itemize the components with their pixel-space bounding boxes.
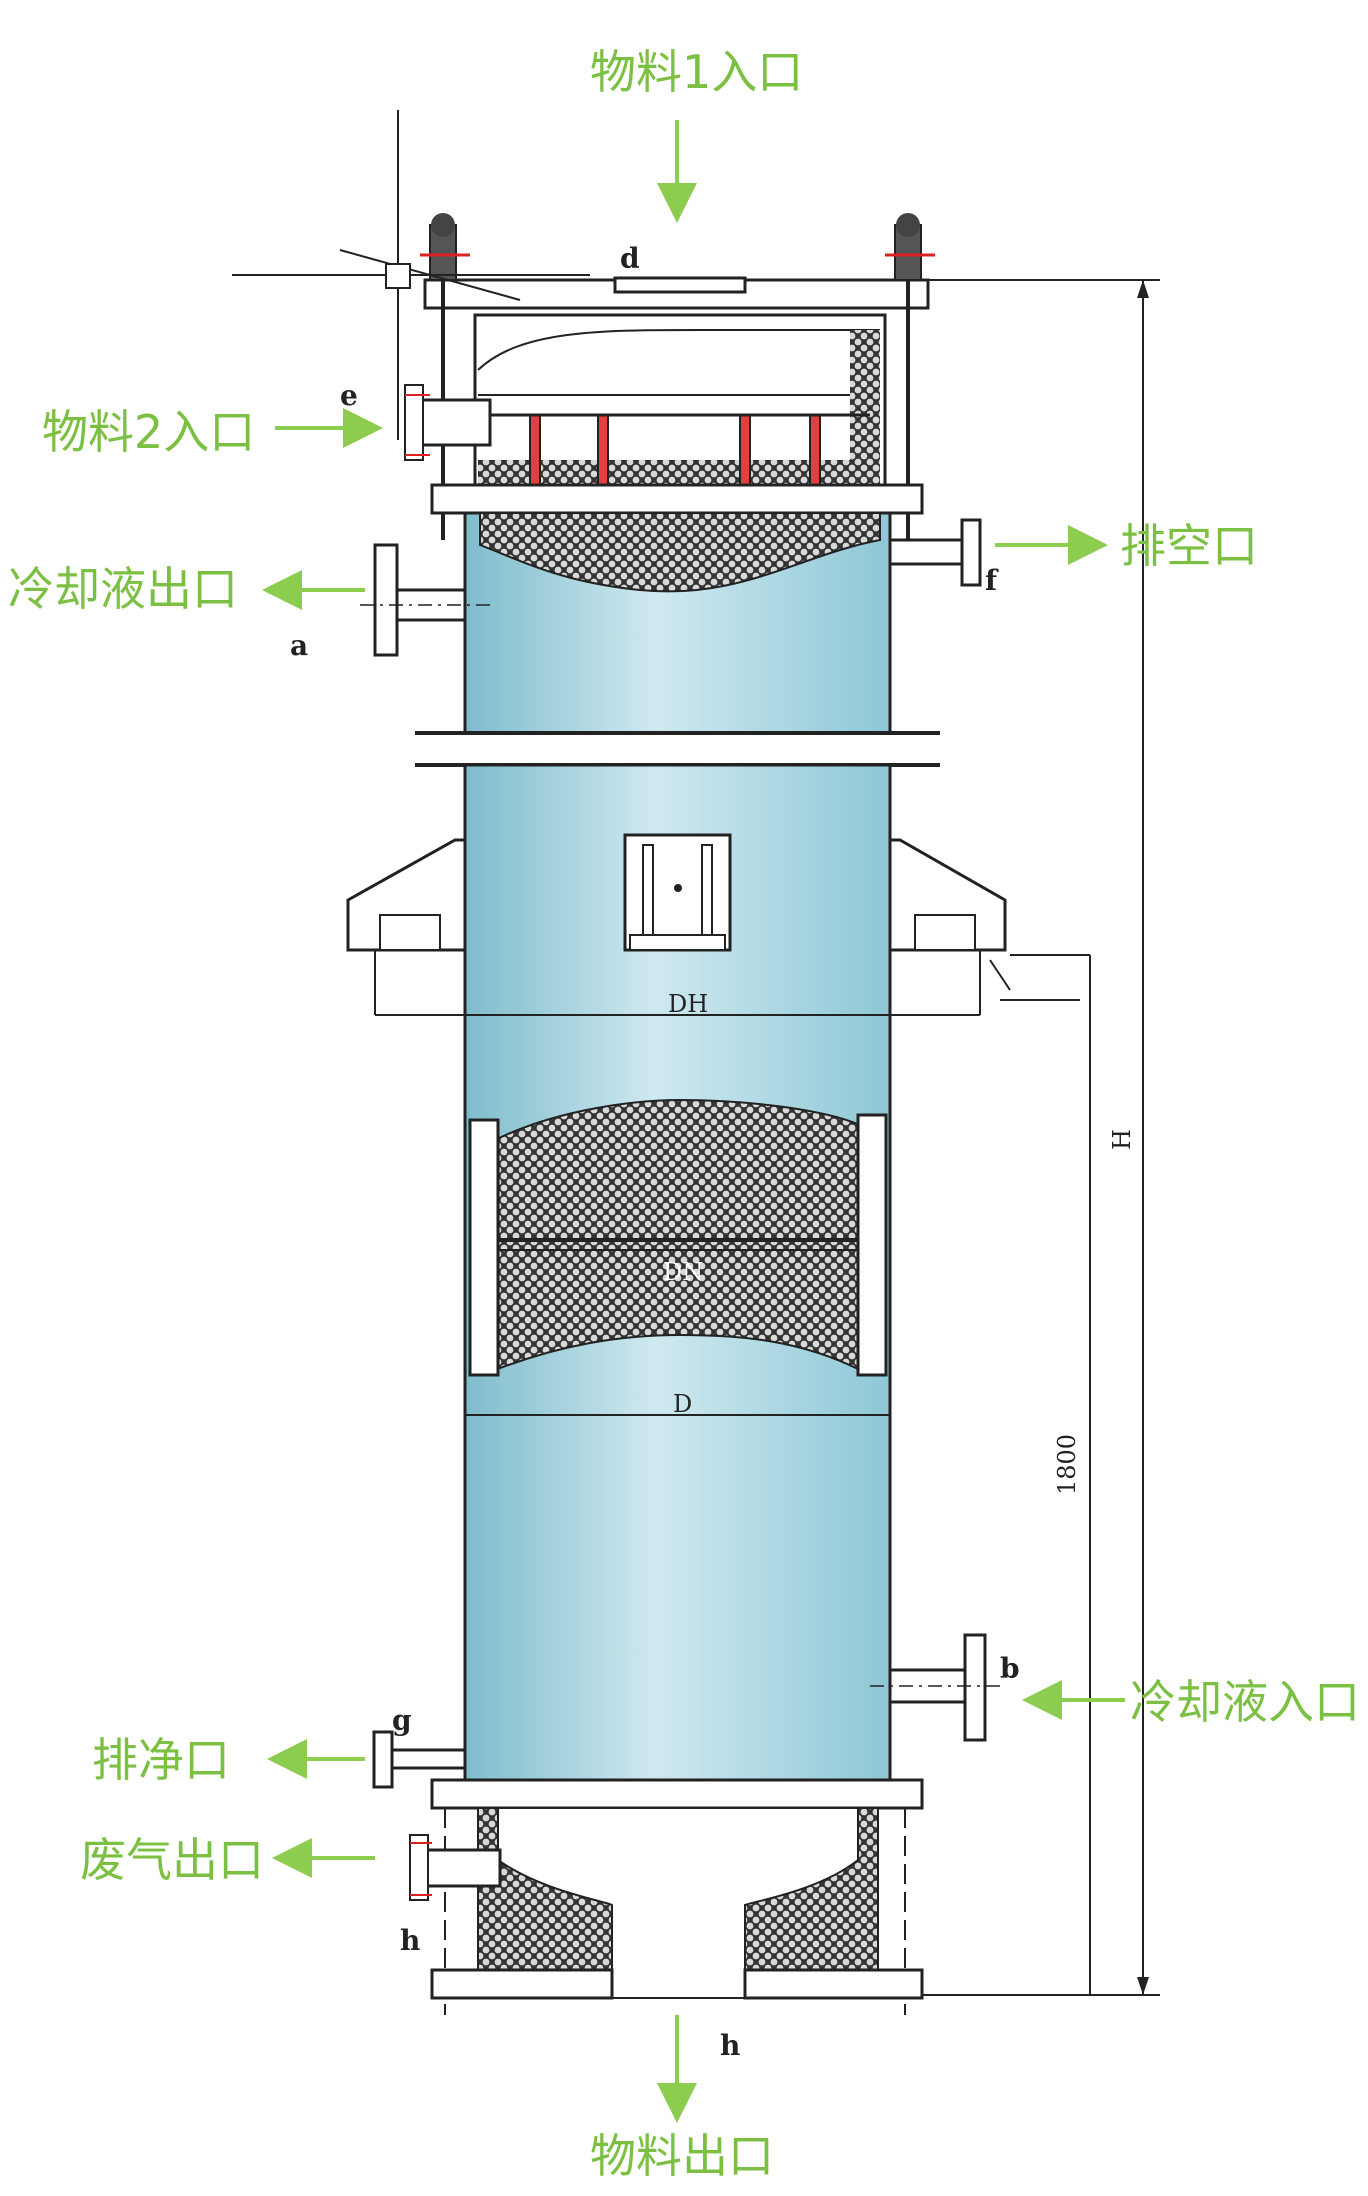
- label-material-outlet: 物料出口: [590, 2129, 774, 2183]
- dim-d: D: [673, 1390, 692, 1418]
- top-bolt-left: [420, 213, 470, 281]
- dim-dn: DN: [663, 1258, 703, 1286]
- flow-arrows: [262, 120, 1125, 2123]
- mark-g: g: [392, 1704, 412, 1737]
- mark-e: e: [340, 379, 358, 412]
- mark-h-bottom: h: [720, 2029, 740, 2062]
- top-bolt-right: [885, 213, 935, 281]
- support-lug-right: [888, 838, 1007, 1016]
- label-coolant-outlet: 冷却液出口: [8, 562, 238, 616]
- dimension-lines: H 1800: [922, 279, 1160, 1996]
- mark-f: f: [985, 564, 999, 597]
- dim-1800: 1800: [1053, 1434, 1081, 1495]
- label-material2-inlet: 物料2入口: [42, 405, 255, 459]
- top-head: [232, 110, 935, 540]
- vessel-shell: DH DN D: [346, 511, 1007, 1782]
- label-exhaust-outlet: 废气出口: [80, 1833, 264, 1887]
- support-lug-left: [346, 838, 467, 1016]
- manhole: [623, 833, 732, 952]
- mark-h-side: h: [400, 1924, 420, 1957]
- nozzle-b: [870, 1633, 1000, 1742]
- label-drain-outlet: 排净口: [92, 1733, 230, 1787]
- packed-bed: DN: [468, 1098, 888, 1377]
- dim-h: H: [1108, 1129, 1136, 1150]
- nozzle-g: [372, 1730, 467, 1789]
- nozzle-f: [888, 518, 982, 587]
- mark-b: b: [1000, 1652, 1020, 1685]
- bottom-head: [409, 1778, 924, 2015]
- nozzle-a: [360, 543, 495, 657]
- mark-a: a: [290, 629, 308, 662]
- label-material1-inlet: 物料1入口: [590, 45, 803, 99]
- label-coolant-inlet: 冷却液入口: [1130, 1675, 1360, 1729]
- dim-dh: DH: [668, 990, 708, 1018]
- label-vent-outlet: 排空口: [1120, 519, 1258, 573]
- mark-d: d: [620, 242, 640, 275]
